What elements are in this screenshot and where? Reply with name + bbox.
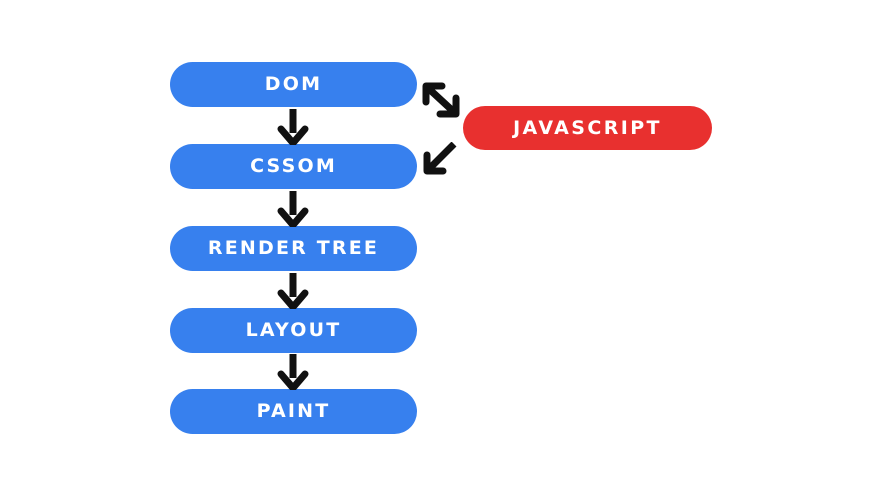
arrow-bidirectional-diagonal-icon (422, 82, 460, 118)
pipeline-node-cssom[interactable]: CSSOM (170, 144, 417, 189)
arrow-down-icon (277, 191, 309, 229)
pipeline-node-dom[interactable]: DOM (170, 62, 417, 107)
arrow-down-icon (277, 109, 309, 147)
pipeline-node-paint[interactable]: PAINT (170, 389, 417, 434)
pipeline-node-layout[interactable]: LAYOUT (170, 308, 417, 353)
pipeline-node-label: PAINT (256, 400, 331, 422)
pipeline-node-render-tree[interactable]: RENDER TREE (170, 226, 417, 271)
arrow-down-left-icon (422, 141, 458, 176)
javascript-node-label: JAVASCRIPT (513, 116, 662, 139)
pipeline-node-label: DOM (264, 73, 323, 95)
javascript-node[interactable]: JAVASCRIPT (463, 106, 712, 150)
arrow-down-icon (277, 273, 309, 311)
pipeline-node-label: LAYOUT (245, 319, 342, 341)
pipeline-node-label: RENDER TREE (207, 237, 380, 259)
arrow-down-icon (277, 354, 309, 392)
pipeline-node-label: CSSOM (250, 155, 337, 177)
